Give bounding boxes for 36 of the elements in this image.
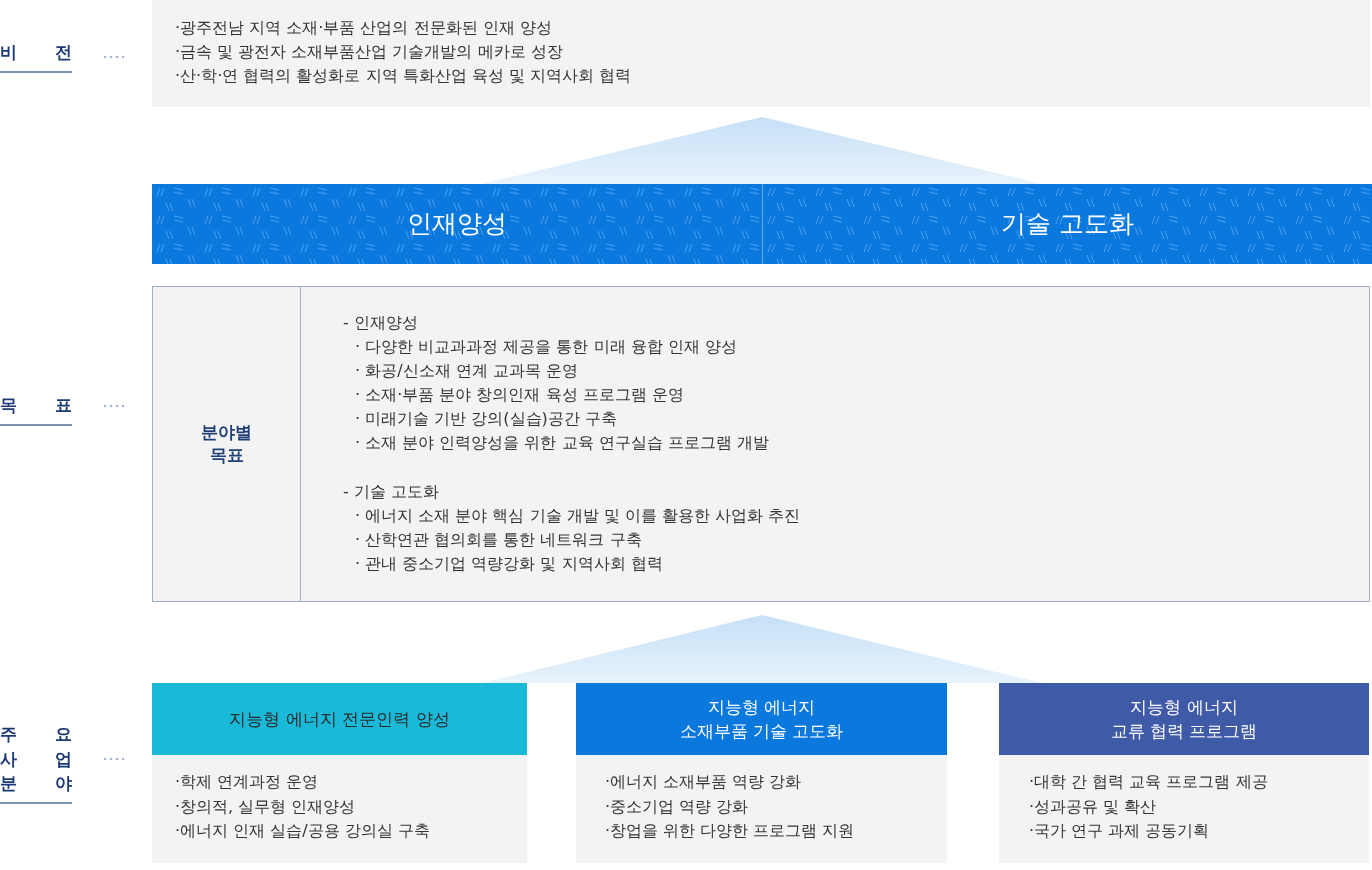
goal-item: · 미래기술 기반 강의(실습)공간 구축 bbox=[355, 408, 617, 430]
program-card bbox=[576, 683, 947, 863]
vision-item: ·산·학·연 협력의 활성화로 지역 특화산업 육성 및 지역사회 협력 bbox=[175, 65, 631, 87]
goal-item: · 소재·부품 분야 창의인재 육성 프로그램 운영 bbox=[355, 384, 684, 406]
banner-band bbox=[762, 184, 1372, 264]
row-heading: 분야별 목표 bbox=[201, 421, 252, 467]
banner-title: 인재양성 bbox=[407, 208, 507, 240]
card-item: ·국가 연구 과제 공동기획 bbox=[1029, 820, 1210, 842]
banner-title: 기술 고도화 bbox=[1001, 208, 1134, 240]
card-item: ·창업을 위한 다양한 프로그램 지원 bbox=[605, 820, 855, 842]
card-item: ·성과공유 및 확산 bbox=[1029, 795, 1157, 818]
card-item: ·학제 연계과정 운영 bbox=[175, 771, 319, 793]
goal-item: · 산학연관 협의회를 통한 네트워크 구축 bbox=[355, 529, 642, 551]
goal-item: · 소재 분야 인력양성을 위한 교육 연구실습 프로그램 개발 bbox=[355, 432, 769, 454]
goal-category: - 기술 고도화 bbox=[343, 481, 439, 503]
card-item: ·대학 간 협력 교육 프로그램 제공 bbox=[1029, 771, 1268, 793]
goal-item: · 관내 중소기업 역량강화 및 지역사회 협력 bbox=[355, 553, 663, 575]
goal-item: · 화공/신소재 연계 교과목 운영 bbox=[355, 360, 578, 382]
card-header: 지능형 에너지 교류 협력 프로그램 bbox=[999, 683, 1369, 755]
vision-item: ·금속 및 광전자 소재부품산업 기술개발의 메카로 성장 bbox=[175, 41, 563, 63]
goal-item: · 다양한 비교과과정 제공을 통한 미래 융합 인재 양성 bbox=[355, 336, 737, 358]
vision-item: ·광주전남 지역 소재·부품 산업의 전문화된 인재 양성 bbox=[175, 17, 552, 39]
card-item: ·에너지 인재 실습/공용 강의실 구축 bbox=[175, 820, 430, 842]
card-item: ·창의적, 실무형 인재양성 bbox=[175, 795, 356, 818]
goals-panel bbox=[152, 286, 1370, 602]
card-header: 지능형 에너지 소재부품 기술 고도화 bbox=[576, 683, 947, 755]
section-label: 주 요 사 업 분 야 bbox=[0, 722, 72, 804]
section-label: 목 표 bbox=[0, 393, 72, 426]
goal-category: - 인재양성 bbox=[343, 312, 418, 334]
program-card bbox=[999, 683, 1369, 863]
card-item: ·에너지 소재부품 역량 강화 bbox=[605, 771, 802, 793]
section-label: 비 전 bbox=[0, 40, 72, 73]
card-header: 지능형 에너지 전문인력 양성 bbox=[152, 683, 527, 755]
program-card bbox=[152, 683, 527, 863]
card-item: ·중소기업 역량 강화 bbox=[605, 795, 749, 818]
goal-item: · 에너지 소재 분야 핵심 기술 개발 및 이를 활용한 사업화 추진 bbox=[355, 505, 801, 527]
